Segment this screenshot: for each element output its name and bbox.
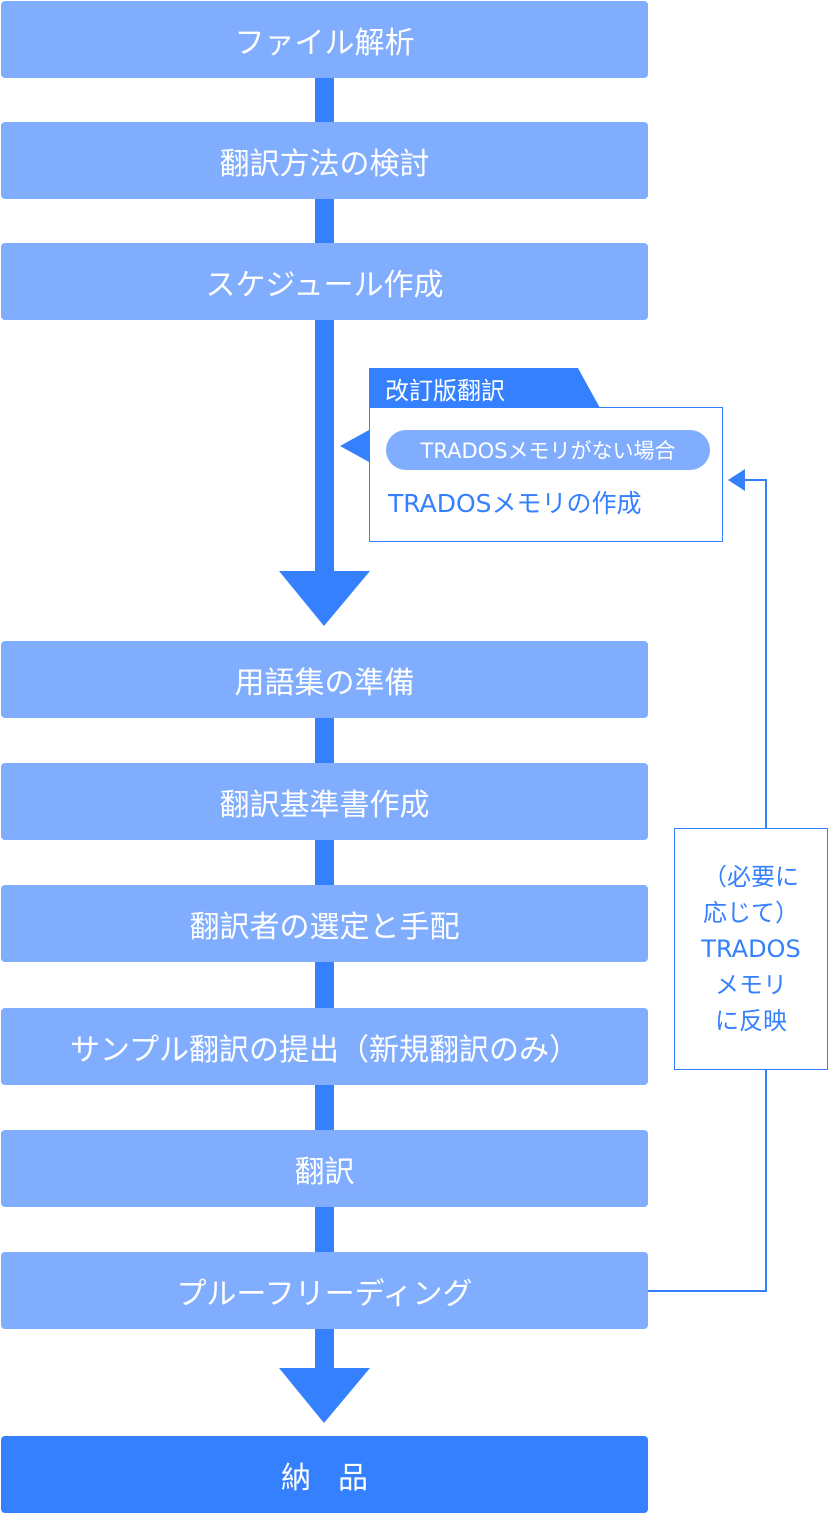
feedback-line: 応じて） [703,899,799,927]
condition-badge: TRADOSメモリがない場合 [386,430,710,470]
step-proofreading: プルーフリーディング [1,1252,648,1329]
feedback-line: （必要に [703,863,799,891]
step-schedule: スケジュール作成 [1,243,648,320]
arrow-head-upper [279,571,370,626]
step-style-guide: 翻訳基準書作成 [1,763,648,840]
step-delivery: 納品 [1,1436,648,1513]
step-translator-selection: 翻訳者の選定と手配 [1,885,648,962]
feedback-arrow-head [728,469,745,491]
flow-line-upper [315,75,334,575]
feedback-line: TRADOS [701,935,801,963]
revision-pointer [340,430,369,462]
step-translation-method: 翻訳方法の検討 [1,122,648,199]
step-file-analysis: ファイル解析 [1,1,648,78]
arrow-head-lower [279,1368,370,1423]
feedback-line: に反映 [715,1007,787,1035]
step-translation: 翻訳 [1,1130,648,1207]
revision-panel: TRADOSメモリがない場合 TRADOSメモリの作成 [369,407,723,542]
step-glossary: 用語集の準備 [1,641,648,718]
step-sample-translation: サンプル翻訳の提出（新規翻訳のみ） [1,1008,648,1085]
feedback-line: メモリ [715,971,787,999]
revision-tab-label: 改訂版翻訳 [385,376,505,405]
revision-tab-shape [369,368,600,408]
feedback-note: （必要に 応じて） TRADOS メモリ に反映 [674,828,828,1070]
revision-action-text: TRADOSメモリの作成 [388,489,642,518]
